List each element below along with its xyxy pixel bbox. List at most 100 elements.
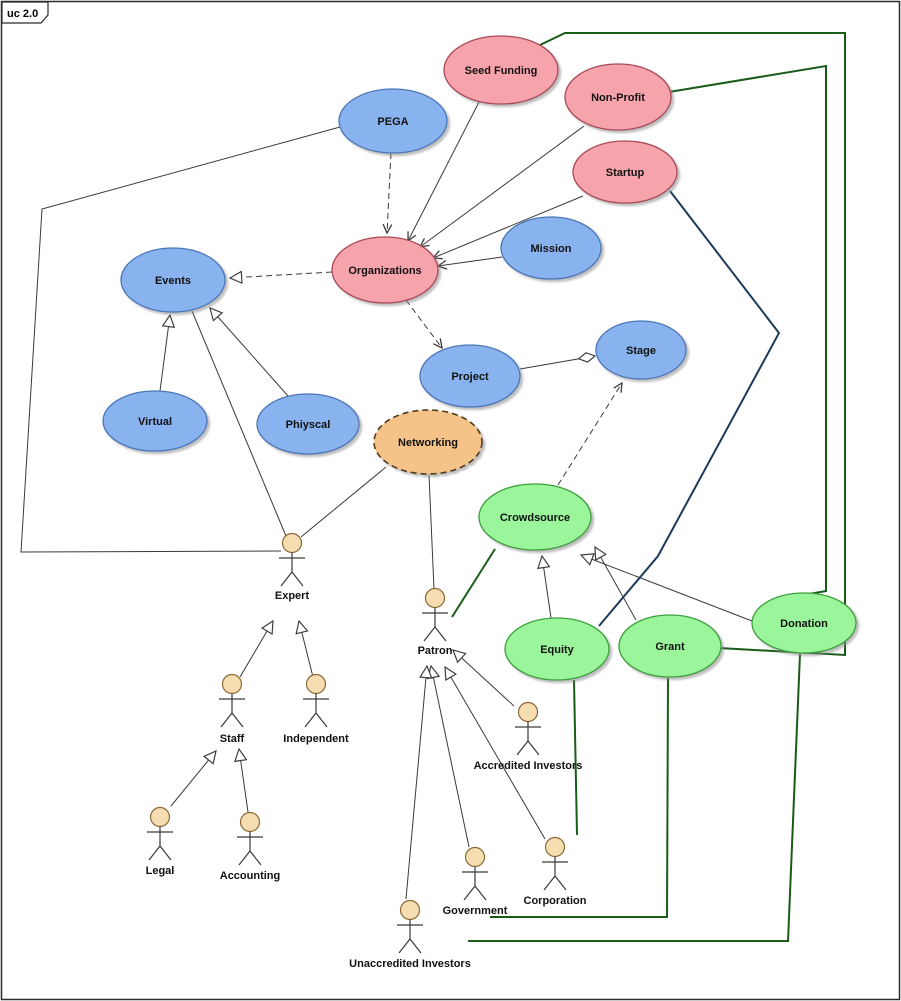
usecase-phiyscal[interactable]: Phiyscal xyxy=(256,393,360,455)
usecase-virtual[interactable]: Virtual xyxy=(102,390,208,452)
actor-government[interactable]: Government xyxy=(443,846,508,918)
actor-unaccredited-investors[interactable]: Unaccredited Investors xyxy=(349,899,471,971)
usecase-equity[interactable]: Equity xyxy=(504,617,610,681)
edge-pega-organizations xyxy=(382,152,393,235)
frame-tab-shape xyxy=(1,1,49,24)
non-profit-label: Non-Profit xyxy=(591,92,645,104)
corporation-label: Corporation xyxy=(524,895,587,907)
edge-corporation-patron xyxy=(445,667,546,840)
edge-virtual-events xyxy=(159,315,170,392)
edge-government-patron xyxy=(431,666,470,848)
corporation-head xyxy=(544,836,566,858)
actor-independent[interactable]: Independent xyxy=(283,673,349,746)
crowdsource-label: Crowdsource xyxy=(500,512,570,524)
independent-body xyxy=(303,693,329,728)
actor-corporation[interactable]: Corporation xyxy=(524,836,587,908)
actor-legal[interactable]: Legal xyxy=(146,806,175,878)
equity-ellipse xyxy=(504,617,610,681)
seed-funding-label: Seed Funding xyxy=(465,65,538,77)
grant-label: Grant xyxy=(655,641,685,653)
expert-head xyxy=(281,532,303,554)
edge-nonprofit-donation xyxy=(668,64,827,595)
actor-expert[interactable]: Expert xyxy=(275,532,310,603)
usecase-grant[interactable]: Grant xyxy=(618,614,722,678)
usecase-project[interactable]: Project xyxy=(419,344,521,408)
edge-crowdsource-stage xyxy=(557,381,623,486)
edge-project-stage xyxy=(519,352,597,370)
legal-label: Legal xyxy=(146,865,175,877)
edge-unaccredited-patron xyxy=(405,666,427,900)
usecase-non-profit[interactable]: Non-Profit xyxy=(564,63,672,131)
edge-unaccredited-donation xyxy=(468,653,801,942)
independent-label: Independent xyxy=(283,733,349,745)
pega-label: PEGA xyxy=(377,116,408,128)
usecase-organizations[interactable]: Organizations xyxy=(331,236,439,304)
staff-head xyxy=(221,673,243,695)
donation-label: Donation xyxy=(780,618,828,630)
usecase-mission[interactable]: Mission xyxy=(500,216,602,280)
usecase-donation[interactable]: Donation xyxy=(751,592,857,654)
edge-accounting-staff xyxy=(239,749,249,813)
expert-label: Expert xyxy=(275,590,310,602)
edge-organizations-events xyxy=(230,272,333,278)
pega-ellipse xyxy=(338,88,448,154)
phiyscal-ellipse xyxy=(256,393,360,455)
unaccredited-investors-body xyxy=(397,919,423,954)
usecase-crowdsource[interactable]: Crowdsource xyxy=(478,483,592,551)
usecase-stage[interactable]: Stage xyxy=(595,320,687,380)
legal-head xyxy=(149,806,171,828)
stage-label: Stage xyxy=(626,345,656,357)
government-head xyxy=(464,846,486,868)
startup-label: Startup xyxy=(606,167,645,179)
edge-expert-networking xyxy=(300,466,387,538)
accounting-label: Accounting xyxy=(220,870,281,882)
patron-body xyxy=(422,607,448,642)
actor-accounting[interactable]: Accounting xyxy=(220,811,281,883)
edge-equity-crowdsource xyxy=(542,556,552,619)
edge-independent-expert xyxy=(299,621,314,678)
events-label: Events xyxy=(155,275,191,287)
actor-patron[interactable]: Patron xyxy=(418,587,453,658)
project-label: Project xyxy=(451,371,489,383)
startup-ellipse xyxy=(572,140,678,204)
usecase-startup[interactable]: Startup xyxy=(572,140,678,204)
edge-patron-crowdsource xyxy=(451,548,496,618)
government-body xyxy=(462,866,488,901)
accredited-investors-label: Accredited Investors xyxy=(474,760,583,772)
equity-label: Equity xyxy=(540,644,574,656)
stage-ellipse xyxy=(595,320,687,380)
usecase-events[interactable]: Events xyxy=(120,247,226,313)
edge-accredited-patron xyxy=(453,650,515,707)
events-ellipse xyxy=(120,247,226,313)
accounting-body xyxy=(237,831,263,866)
edge-nonprofit-organizations xyxy=(418,125,585,248)
edge-corporation-equity xyxy=(573,679,578,836)
edge-startup-equity xyxy=(598,190,781,627)
accounting-head xyxy=(239,811,261,833)
seed-funding-ellipse xyxy=(443,35,559,105)
usecase-seed-funding[interactable]: Seed Funding xyxy=(443,35,559,105)
project-ellipse xyxy=(419,344,521,408)
actor-staff[interactable]: Staff xyxy=(219,673,245,746)
frame-tab: uc 2.0 xyxy=(1,1,49,24)
edge-government-grant xyxy=(490,677,669,918)
edge-expert-events xyxy=(191,310,287,537)
edge-pega-expert xyxy=(20,126,341,553)
usecase-pega[interactable]: PEGA xyxy=(338,88,448,154)
edge-grant-crowdsource xyxy=(595,547,637,621)
accredited-investors-body xyxy=(515,721,541,756)
accredited-investors-head xyxy=(517,701,539,723)
virtual-label: Virtual xyxy=(138,416,172,428)
grant-ellipse xyxy=(618,614,722,678)
actor-accredited-investors[interactable]: Accredited Investors xyxy=(474,701,583,773)
mission-label: Mission xyxy=(531,243,572,255)
edge-organizations-project xyxy=(405,299,443,350)
usecase-networking[interactable]: Networking xyxy=(373,409,483,475)
edge-donation-crowdsource xyxy=(581,555,753,622)
edge-legal-staff xyxy=(170,751,216,807)
corporation-body xyxy=(542,856,568,891)
staff-body xyxy=(219,693,245,728)
organizations-label: Organizations xyxy=(348,265,421,277)
